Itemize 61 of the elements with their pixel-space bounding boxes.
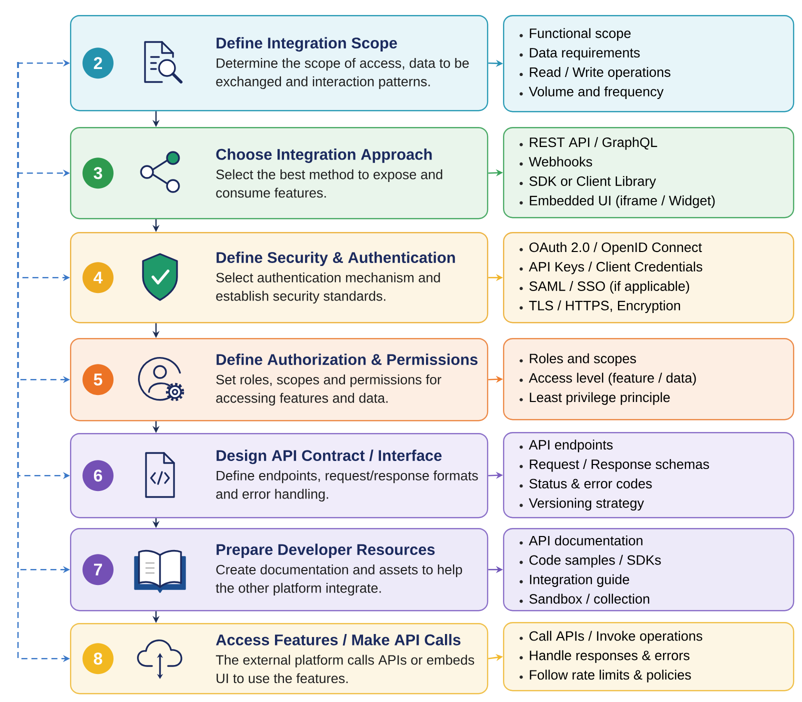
list-item: SAML / SSO (if applicable) <box>520 281 690 294</box>
list-item: API Keys / Client Credentials <box>520 262 702 274</box>
step-number: 2 <box>82 48 114 79</box>
step-box <box>70 15 488 112</box>
list-item: Handle responses & errors <box>520 650 690 663</box>
step-description: Select authentication mechanism and establish security standards. <box>216 272 440 304</box>
detail-box <box>503 127 794 218</box>
list-item: REST API / GraphQL <box>520 137 658 150</box>
list-item: Volume and frequency <box>520 86 664 100</box>
step-title: Design API Contract / Interface <box>216 450 442 464</box>
step-number: 4 <box>82 262 114 294</box>
list-item: Sandbox / collection <box>520 594 650 604</box>
list-item: API endpoints <box>520 440 613 452</box>
step-number: 7 <box>82 554 114 586</box>
step-box <box>70 623 488 694</box>
step-title: Define Security & Authentication <box>216 252 455 266</box>
step-description: Determine the scope of access, data to be exchanged and interaction patterns. <box>216 58 469 90</box>
step-description: Create documentation and assets to help the other platform integrate. <box>216 564 462 596</box>
step-description: Define endpoints, request/response formats and error handling. <box>216 470 478 502</box>
list-item: Code samples / SDKs <box>520 554 661 568</box>
step-box <box>70 127 488 220</box>
step-number: 3 <box>82 158 114 189</box>
list-item: OAuth 2.0 / OpenID Connect <box>520 242 702 255</box>
list-item: Integration guide <box>520 574 630 587</box>
detail-box <box>503 15 794 112</box>
step-title: Define Authorization & Permissions <box>216 354 478 365</box>
step-box <box>70 433 488 518</box>
step-description: Set roles, scopes and permissions for accessing features and data. <box>216 374 442 406</box>
step-number: 5 <box>82 364 114 396</box>
step-description: The external platform calls APIs or embeds UI to use the features. <box>216 654 474 684</box>
step-title: Choose Integration Approach <box>216 148 432 163</box>
detail-box <box>503 622 794 692</box>
list-item: Access level (feature / data) <box>520 372 696 386</box>
detail-box <box>503 432 794 518</box>
list-item: SDK or Client Library <box>520 176 656 189</box>
list-item: Webhooks <box>520 156 592 166</box>
detail-box <box>503 232 794 324</box>
step-title: Prepare Developer Resources <box>216 544 435 558</box>
list-item: TLS / HTTPS, Encryption <box>520 300 680 314</box>
list-item: Read / Write operations <box>520 67 670 80</box>
step-box <box>70 528 488 612</box>
list-item: Roles and scopes <box>520 353 636 366</box>
list-item: Least privilege principle <box>520 392 670 405</box>
detail-box <box>503 338 794 420</box>
detail-box <box>503 528 794 612</box>
list-item: Follow rate limits & policies <box>520 670 691 682</box>
step-box <box>70 232 488 324</box>
list-item: Data requirements <box>520 48 640 60</box>
list-item: Functional scope <box>520 28 631 41</box>
list-item: Embedded UI (iframe / Widget) <box>520 195 715 208</box>
list-item: Versioning strategy <box>520 498 644 511</box>
step-number: 6 <box>82 460 114 492</box>
list-item: API documentation <box>520 535 642 546</box>
list-item: Call APIs / Invoke operations <box>520 630 702 644</box>
step-box <box>70 338 488 422</box>
step-description: Select the best method to expose and consume features. <box>216 169 442 198</box>
list-item: Request / Response schemas <box>520 459 710 472</box>
list-item: Status & error codes <box>520 478 652 488</box>
step-title: Define Integration Scope <box>216 37 397 52</box>
step-title: Access Features / Make API Calls <box>216 634 460 646</box>
step-number: 8 <box>82 643 114 674</box>
